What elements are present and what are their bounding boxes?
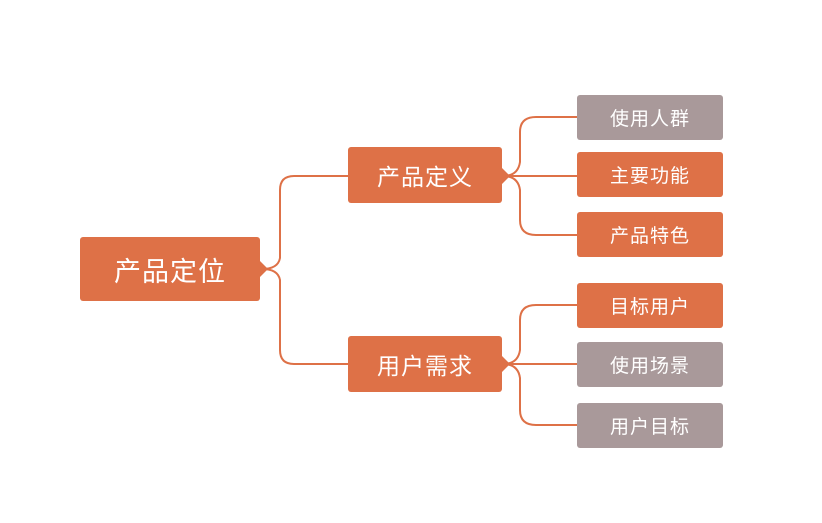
- connector-branch-1-leaf-3: [502, 175, 577, 236]
- connector-root-branch-2: [261, 268, 348, 365]
- branch-1-pointer: [502, 168, 510, 184]
- branch-node-product-definition[interactable]: 产品定义: [348, 147, 502, 203]
- leaf-node-user-group[interactable]: 使用人群: [577, 95, 723, 140]
- leaf-node-target-users[interactable]: 目标用户: [577, 283, 723, 328]
- leaf-node-main-functions[interactable]: 主要功能: [577, 152, 723, 197]
- root-pointer: [260, 261, 268, 277]
- branch-node-user-needs[interactable]: 用户需求: [348, 336, 502, 392]
- root-node[interactable]: 产品定位: [80, 237, 260, 301]
- connector-branch-2-leaf-1: [502, 304, 577, 365]
- leaf-node-product-features[interactable]: 产品特色: [577, 212, 723, 257]
- connector-branch-2-leaf-3: [502, 363, 577, 426]
- leaf-node-user-goals[interactable]: 用户目标: [577, 403, 723, 448]
- connector-root-branch-1: [261, 175, 348, 270]
- connector-branch-1-leaf-1: [502, 116, 577, 177]
- leaf-node-usage-scenarios[interactable]: 使用场景: [577, 342, 723, 387]
- branch-2-pointer: [502, 356, 510, 372]
